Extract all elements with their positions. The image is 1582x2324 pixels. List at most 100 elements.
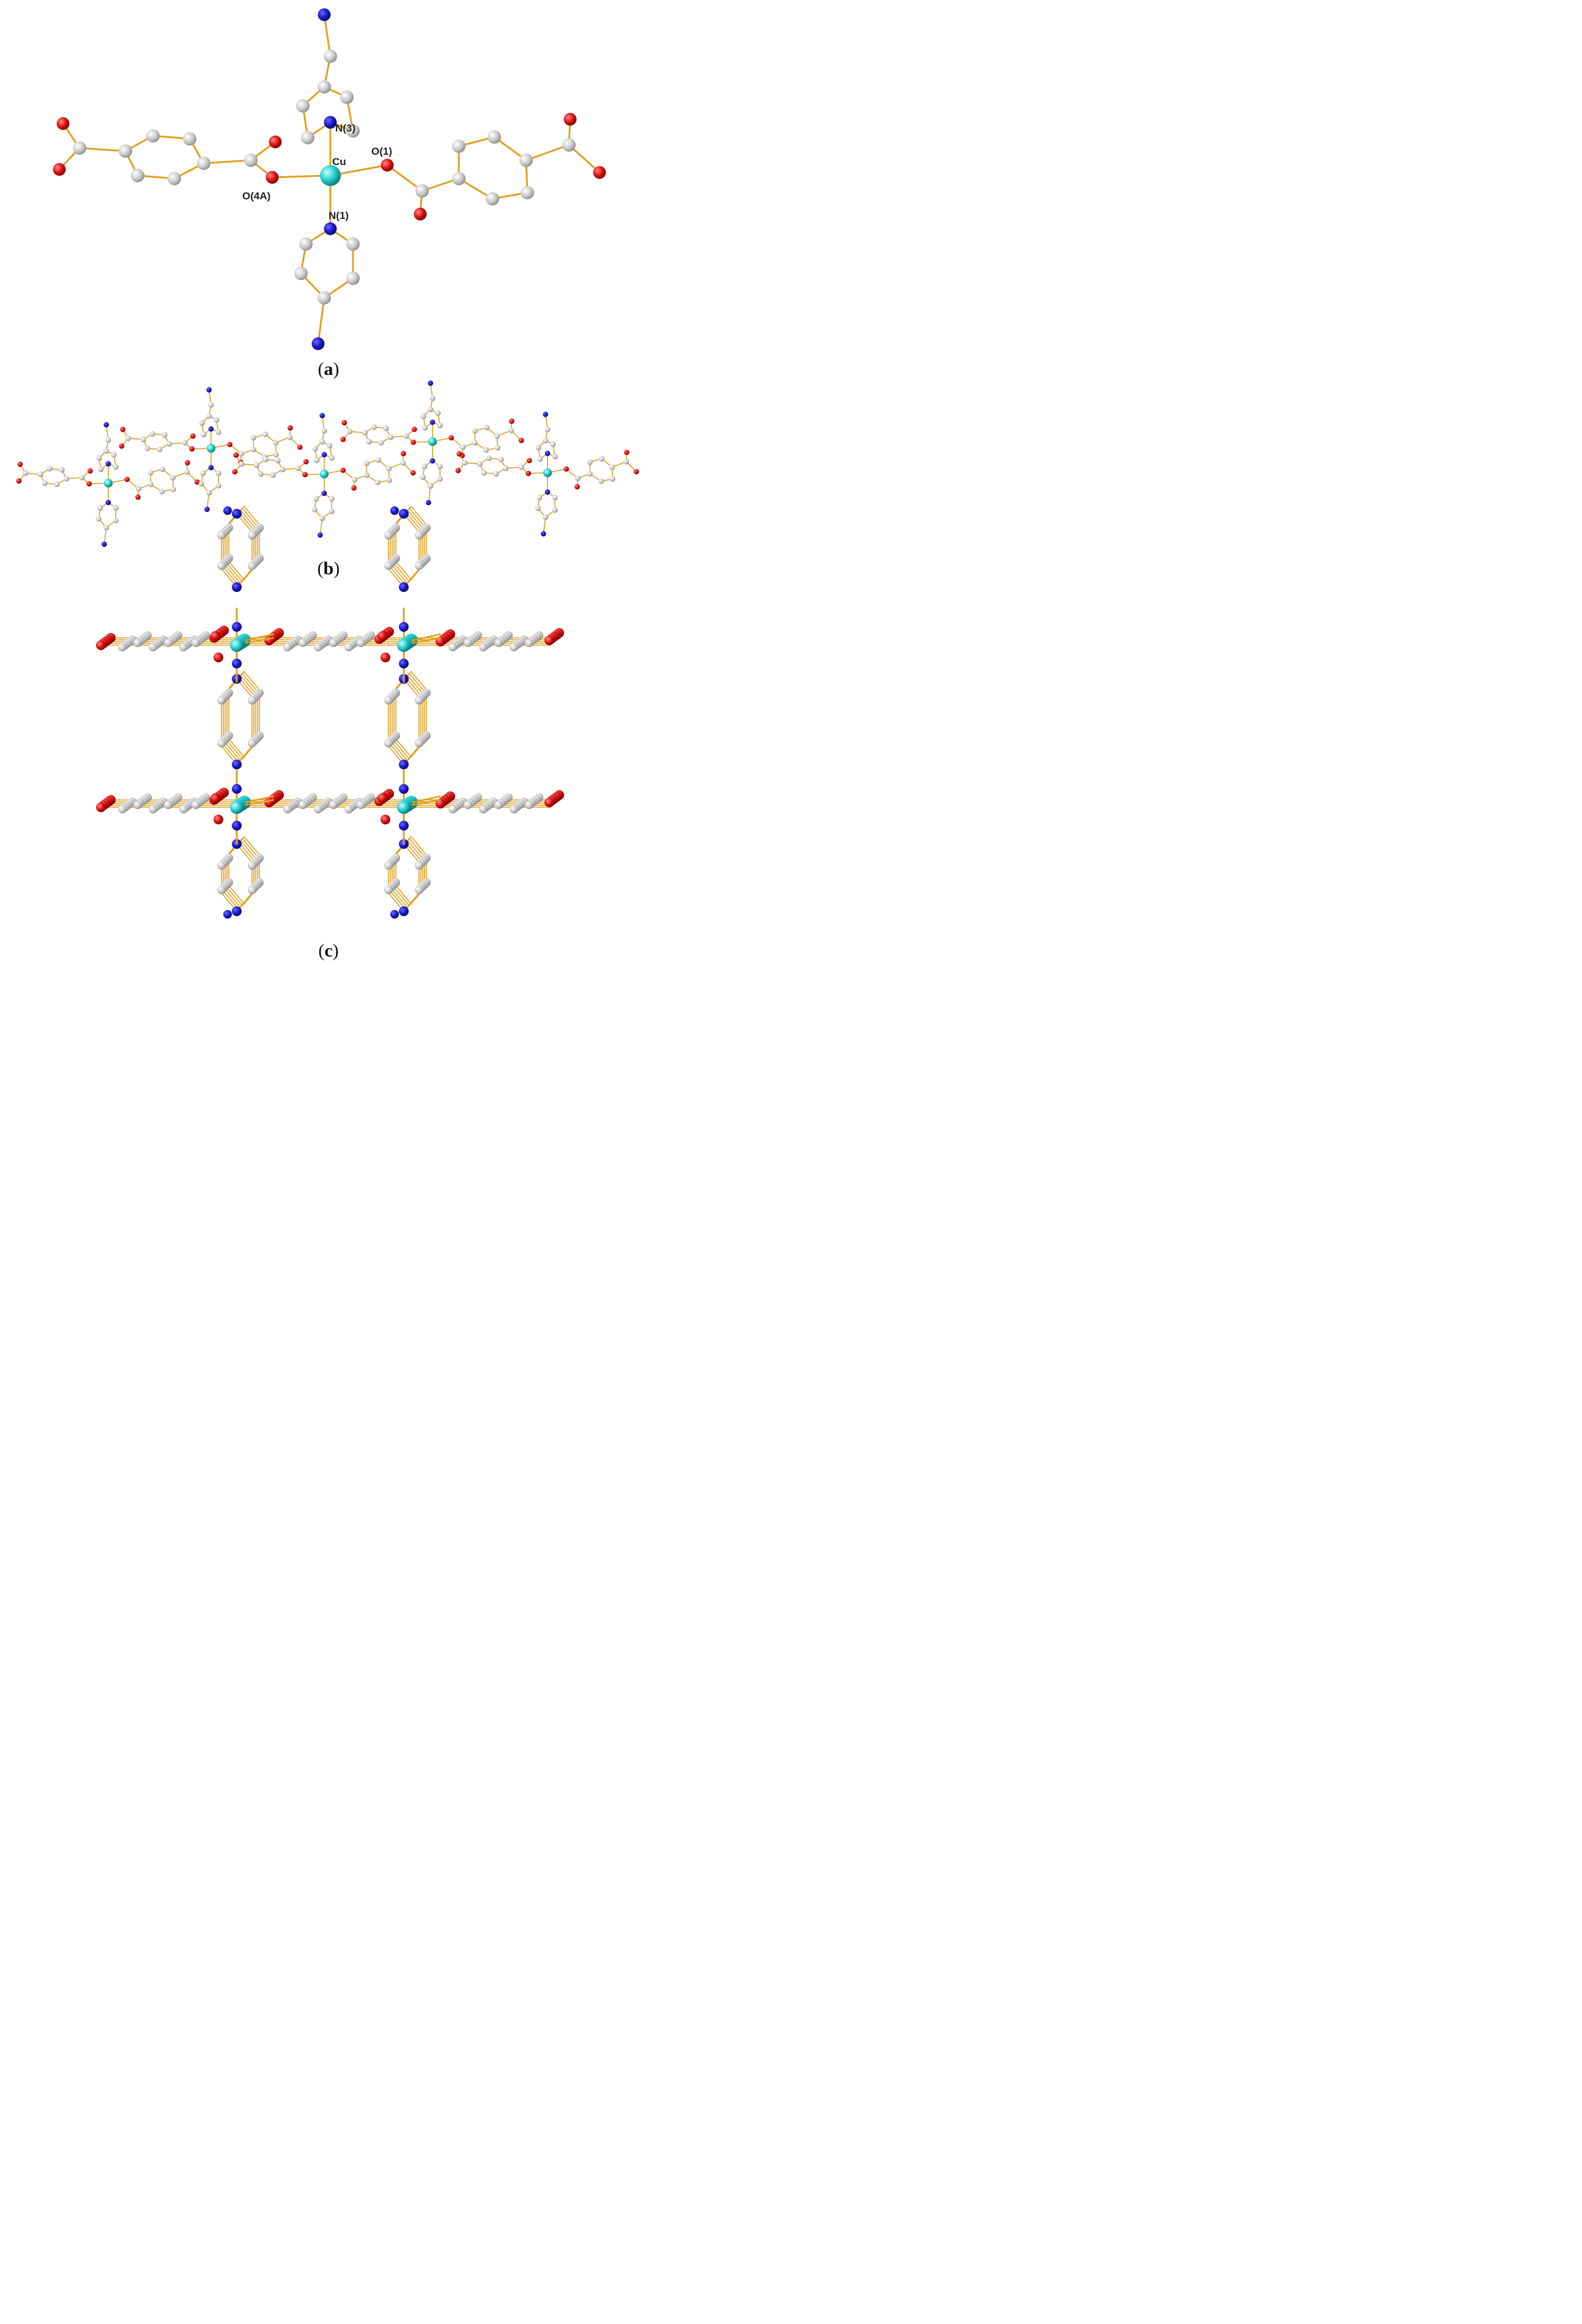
carbon-atom <box>508 427 514 434</box>
carbon-atom <box>215 470 221 476</box>
carbon-atom <box>147 469 154 476</box>
carbon-atom <box>415 696 423 705</box>
carbon-atom <box>191 638 200 647</box>
carbon-atom <box>319 439 325 445</box>
bond <box>226 563 243 582</box>
carbon-atom <box>483 447 489 453</box>
carbon-atom <box>493 471 499 477</box>
carbon-atom <box>428 483 434 489</box>
bond <box>228 738 245 758</box>
carbon-atom <box>562 138 576 152</box>
copper-atom <box>428 437 437 446</box>
nitrogen-atom <box>399 821 409 831</box>
oxygen-atom <box>455 468 461 473</box>
carbon-atom <box>609 476 615 482</box>
oxygen-atom <box>414 207 427 221</box>
carbon-atom <box>386 477 392 483</box>
oxygen-atom <box>194 479 200 485</box>
carbon-atom <box>388 434 394 440</box>
carbon-atom <box>314 643 322 651</box>
carbon-atom <box>239 461 245 467</box>
nitrogen-atom <box>428 380 434 386</box>
bond <box>240 509 256 529</box>
bond <box>243 506 260 525</box>
carbon-atom <box>217 696 226 705</box>
carbon-atom <box>217 886 226 894</box>
carbon-atom <box>103 525 110 531</box>
carbon-atom <box>623 459 629 465</box>
carbon-atom <box>479 643 488 651</box>
carbon-atom <box>486 455 492 462</box>
oxygen-atom <box>518 437 524 443</box>
nitrogen-atom <box>399 509 409 519</box>
bond <box>393 887 410 906</box>
carbon-atom <box>535 505 541 511</box>
figure-canvas: N(3) Cu O(1) O(4A) N(1) (a) (b) (c) <box>0 0 656 964</box>
carbon-atom <box>295 465 301 472</box>
carbon-atom <box>201 431 207 438</box>
carbon-atom <box>384 531 393 539</box>
carbon-atom <box>347 429 353 435</box>
carbon-atom <box>477 461 483 467</box>
carbon-atom <box>318 291 331 305</box>
label-cu: Cu <box>332 156 346 168</box>
carbon-atom <box>525 638 533 647</box>
bond <box>392 742 408 761</box>
carbon-atom <box>344 643 353 651</box>
nitrogen-atom <box>103 422 110 427</box>
copper-atom <box>230 801 243 814</box>
oxygen-atom <box>381 158 394 172</box>
nitrogen-atom <box>318 8 331 21</box>
carbon-atom <box>37 471 44 478</box>
carbon-atom <box>118 805 127 813</box>
carbon-atom <box>270 472 276 478</box>
carbon-atom <box>217 531 226 539</box>
carbon-atom <box>374 479 381 486</box>
bond <box>410 671 427 690</box>
bond <box>410 836 427 856</box>
carbon-atom <box>280 467 286 473</box>
caption-panel-b: (b) <box>317 558 340 579</box>
carbon-atom <box>111 451 117 458</box>
carbon-atom <box>525 801 533 809</box>
bond <box>412 799 442 806</box>
oxygen-atom <box>525 470 532 476</box>
carbon-atom <box>198 481 204 487</box>
carbon-atom <box>96 455 102 461</box>
nitrogen-atom <box>232 821 242 831</box>
carbon-atom <box>464 801 472 809</box>
oxygen-atom <box>184 460 190 465</box>
carbon-atom <box>159 466 166 472</box>
oxygen-atom <box>340 437 346 442</box>
nitrogen-atom <box>399 760 409 769</box>
panel-c-packing-network <box>96 506 564 919</box>
carbon-atom <box>294 267 308 280</box>
bond <box>240 675 256 694</box>
carbon-atom <box>103 448 110 454</box>
carbon-atom <box>113 505 119 511</box>
carbon-atom <box>197 157 210 170</box>
carbon-atom <box>378 440 384 446</box>
oxygen-atom <box>410 439 417 445</box>
oxygen-atom <box>633 468 639 475</box>
nitrogen-atom <box>232 784 242 794</box>
carbon-atom <box>357 638 365 647</box>
bond <box>228 561 245 580</box>
bond <box>225 889 241 908</box>
carbon-atom <box>587 471 593 477</box>
oxygen-atom <box>341 420 347 426</box>
bond <box>223 744 239 763</box>
nitrogen-atom <box>399 659 409 668</box>
carbon-atom <box>199 420 205 426</box>
label-o4a: O(4A) <box>242 190 270 202</box>
carbon-atom <box>162 432 168 438</box>
carbon-atom <box>119 144 132 158</box>
bond <box>410 506 427 525</box>
bond <box>392 889 408 908</box>
carbon-atom <box>179 805 188 813</box>
carbon-atom <box>494 638 503 647</box>
carbon-atom <box>552 495 558 501</box>
copper-atom <box>103 478 113 488</box>
nitrogen-atom <box>105 461 111 467</box>
bond <box>242 673 258 692</box>
